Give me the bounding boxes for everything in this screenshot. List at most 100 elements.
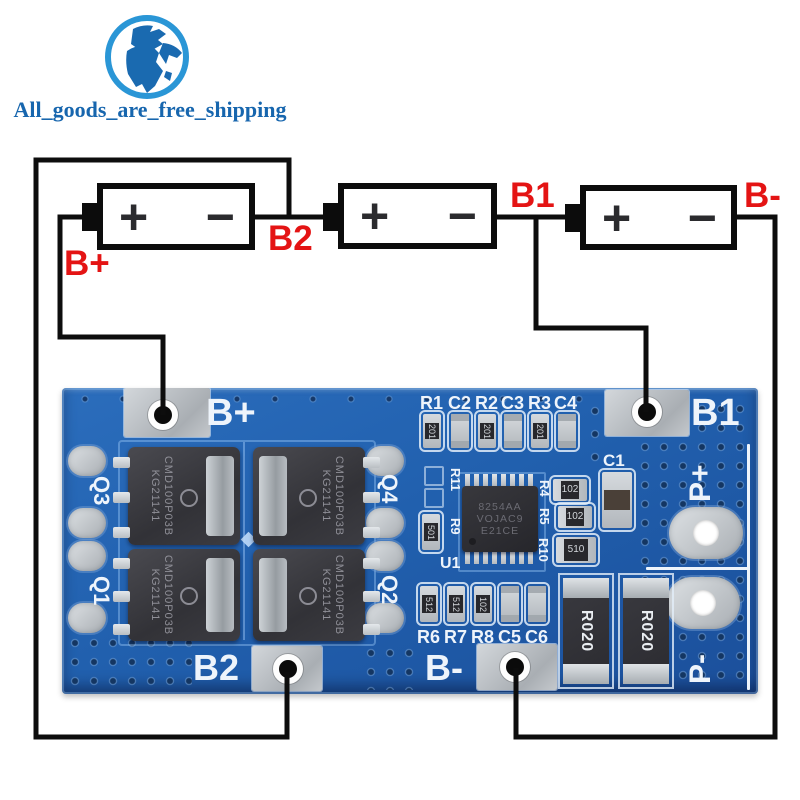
silk-b2: B2: [193, 647, 240, 688]
battery-2: + −: [338, 183, 497, 249]
mosfet-leg: [363, 591, 380, 602]
shunt-resistor-1: R020: [558, 573, 614, 689]
ic-pin: [483, 474, 488, 486]
shunt-cap: [563, 578, 609, 598]
mosfet-leg: [363, 527, 380, 538]
wire-b1: [533, 217, 649, 412]
wire-b-minus: [513, 214, 778, 740]
wire-b2-loop: [33, 157, 292, 740]
silk-c1: C1: [603, 451, 625, 470]
ic-courtyard: [458, 472, 546, 572]
silk-r8: R8: [471, 627, 495, 647]
battery-2-terminal: [323, 203, 339, 231]
silk-divider-vertical: [747, 444, 750, 690]
mos-logo-icon: [180, 587, 198, 605]
pad-b2-hole: [273, 654, 303, 684]
ic-pin: [510, 474, 515, 486]
mosfet-tab: [259, 456, 287, 536]
ic-pin: [483, 552, 488, 564]
resistor-r2: 201: [474, 410, 500, 452]
mosfet-leg: [113, 624, 130, 635]
resistor-r8: 102: [470, 582, 496, 626]
capacitor-c3: [500, 410, 526, 452]
mosfet-leg: [113, 457, 130, 468]
bms-board: B+ B1 B2 B- P+ P- Q3 Q1 Q4 Q2: [62, 388, 758, 694]
plus-symbol: +: [119, 188, 149, 245]
capacitor-c2: [447, 410, 473, 452]
mosfet-leg: [113, 591, 130, 602]
silk-c2: C2: [448, 393, 472, 413]
battery-1: + −: [97, 183, 255, 250]
ic-pin: [519, 474, 524, 486]
battery-3-terminal: [565, 204, 581, 232]
empty-pad-r11: [424, 488, 444, 508]
battery-3: + −: [580, 185, 737, 250]
silk-b1: B1: [691, 392, 740, 434]
mos-logo-icon: [180, 489, 198, 507]
minus-symbol: −: [687, 189, 717, 246]
resistor-r10: 510: [552, 533, 600, 567]
globe-icon: [105, 15, 189, 99]
minus-symbol: −: [205, 188, 235, 245]
ic-pin: [501, 552, 506, 564]
resistor-r4: 102: [549, 475, 591, 505]
ic-pin: [501, 474, 506, 486]
silk-c4: C4: [554, 393, 578, 413]
resistor-r9: 501: [418, 510, 444, 554]
ic-pin: [465, 474, 470, 486]
silk-c6: C6: [525, 627, 549, 647]
ic-pin: [474, 474, 479, 486]
ic-pin: [519, 552, 524, 564]
silk-r6: R6: [417, 627, 441, 647]
capacitor-c4: [554, 410, 580, 452]
silk-u1: U1: [440, 555, 461, 572]
mosfet-leg: [113, 492, 130, 503]
resistor-r5: 102: [554, 502, 596, 532]
ic-marking-line1: 8254AA: [478, 501, 522, 513]
label-b1: B1: [510, 176, 555, 215]
ic-pin1-dot: [469, 538, 476, 545]
shunt-cap: [623, 664, 669, 684]
mosfet-leg: [363, 624, 380, 635]
fet-pad: [68, 508, 106, 538]
plus-symbol: +: [602, 189, 632, 246]
via-grid-bottom-left: [66, 634, 192, 690]
mosfet-leg: [363, 558, 380, 569]
silk-r7: R7: [444, 627, 468, 647]
ic-pin: [465, 552, 470, 564]
shop-logo: All_goods_are_free_shipping: [0, 0, 300, 130]
resistor-r7: 512: [443, 582, 469, 626]
resistor-r1: 201: [419, 410, 445, 452]
label-b2: B2: [268, 219, 313, 258]
silk-r1: R1: [420, 393, 444, 413]
fet-pad: [68, 541, 106, 571]
ic-u1: 8254AA VOJAC9 E21CE: [462, 486, 538, 552]
ic-pin: [528, 552, 533, 564]
mosfet-tab: [259, 558, 287, 632]
mosfet-tab: [206, 456, 234, 536]
fet-pad: [68, 446, 106, 476]
silk-c5: C5: [498, 627, 522, 647]
resistor-r6: 512: [416, 582, 442, 626]
ic-pin: [510, 552, 515, 564]
ic-pin: [492, 474, 497, 486]
shunt-resistor-2: R020: [618, 573, 674, 689]
minus-symbol: −: [447, 188, 477, 244]
resistor-r3: 201: [527, 410, 553, 452]
battery-1-terminal: [82, 203, 98, 231]
shunt-cap: [623, 578, 669, 598]
empty-pad-r11: [424, 466, 444, 486]
pad-p-minus-hole: [690, 590, 716, 616]
plus-symbol: +: [360, 188, 390, 244]
mosfet-leg: [113, 558, 130, 569]
ic-pin: [474, 552, 479, 564]
ic-marking-line2: VOJAC9: [476, 513, 524, 525]
shunt-cap: [563, 664, 609, 684]
silk-r2: R2: [475, 393, 499, 413]
mos-logo-icon: [299, 489, 317, 507]
shop-slogan: All_goods_are_free_shipping: [13, 97, 287, 122]
